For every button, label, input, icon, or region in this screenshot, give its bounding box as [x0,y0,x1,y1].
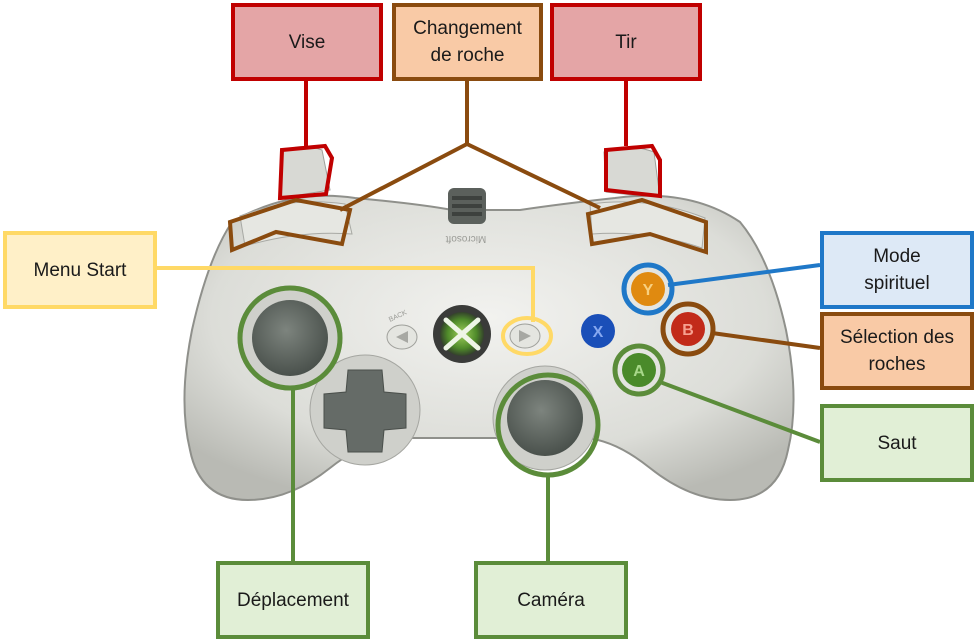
left-stick [252,300,328,376]
label-deplacement: Déplacement [216,561,370,639]
svg-text:Y: Y [643,282,654,299]
brand-text: Microsoft [445,233,486,244]
selection-connector [711,331,821,350]
button-a [622,353,656,387]
svg-text:B: B [682,322,694,339]
label-camera: Caméra [474,561,628,639]
label-selection-text: Sélection des roches [839,327,955,375]
label-changement-de-roche: Changement de roche [392,3,543,81]
label-camera-text: Caméra [517,589,585,611]
label-mode-spirituel: Mode spirituel [820,231,974,309]
label-mode-spirituel-text: Mode spirituel [864,246,930,294]
start-highlight [501,316,553,356]
button-b [671,312,705,346]
saut-connector [659,380,821,444]
label-saut: Saut [820,404,974,482]
y-highlight [621,262,675,316]
svg-text:A: A [633,363,645,380]
right-stick [507,380,583,456]
a-highlight [612,343,666,397]
right-bumper-outline [585,197,708,255]
vise-trigger-outline [277,143,335,201]
dpad [323,369,407,453]
label-vise-text: Vise [288,31,326,53]
label-changement-text: Changement de roche [413,18,522,66]
label-menu-start-text: Menu Start [33,259,127,281]
label-tir-text: Tir [615,31,637,53]
left-trigger [279,146,331,199]
label-saut-text: Saut [877,432,917,454]
button-y [631,272,665,306]
label-selection-des-roches: Sélection des roches [820,312,974,390]
button-x [581,314,615,348]
label-menu-start: Menu Start [3,231,157,309]
svg-text:X: X [593,324,604,341]
menu-start-connector [156,266,535,322]
label-vise: Vise [231,3,383,81]
label-tir: Tir [550,3,702,81]
label-deplacement-text: Déplacement [237,589,349,611]
mode-connector [667,263,821,287]
b-highlight [660,301,716,357]
left-stick-highlight [237,285,343,391]
tir-trigger-outline [604,143,662,199]
left-bumper-outline [227,197,353,253]
